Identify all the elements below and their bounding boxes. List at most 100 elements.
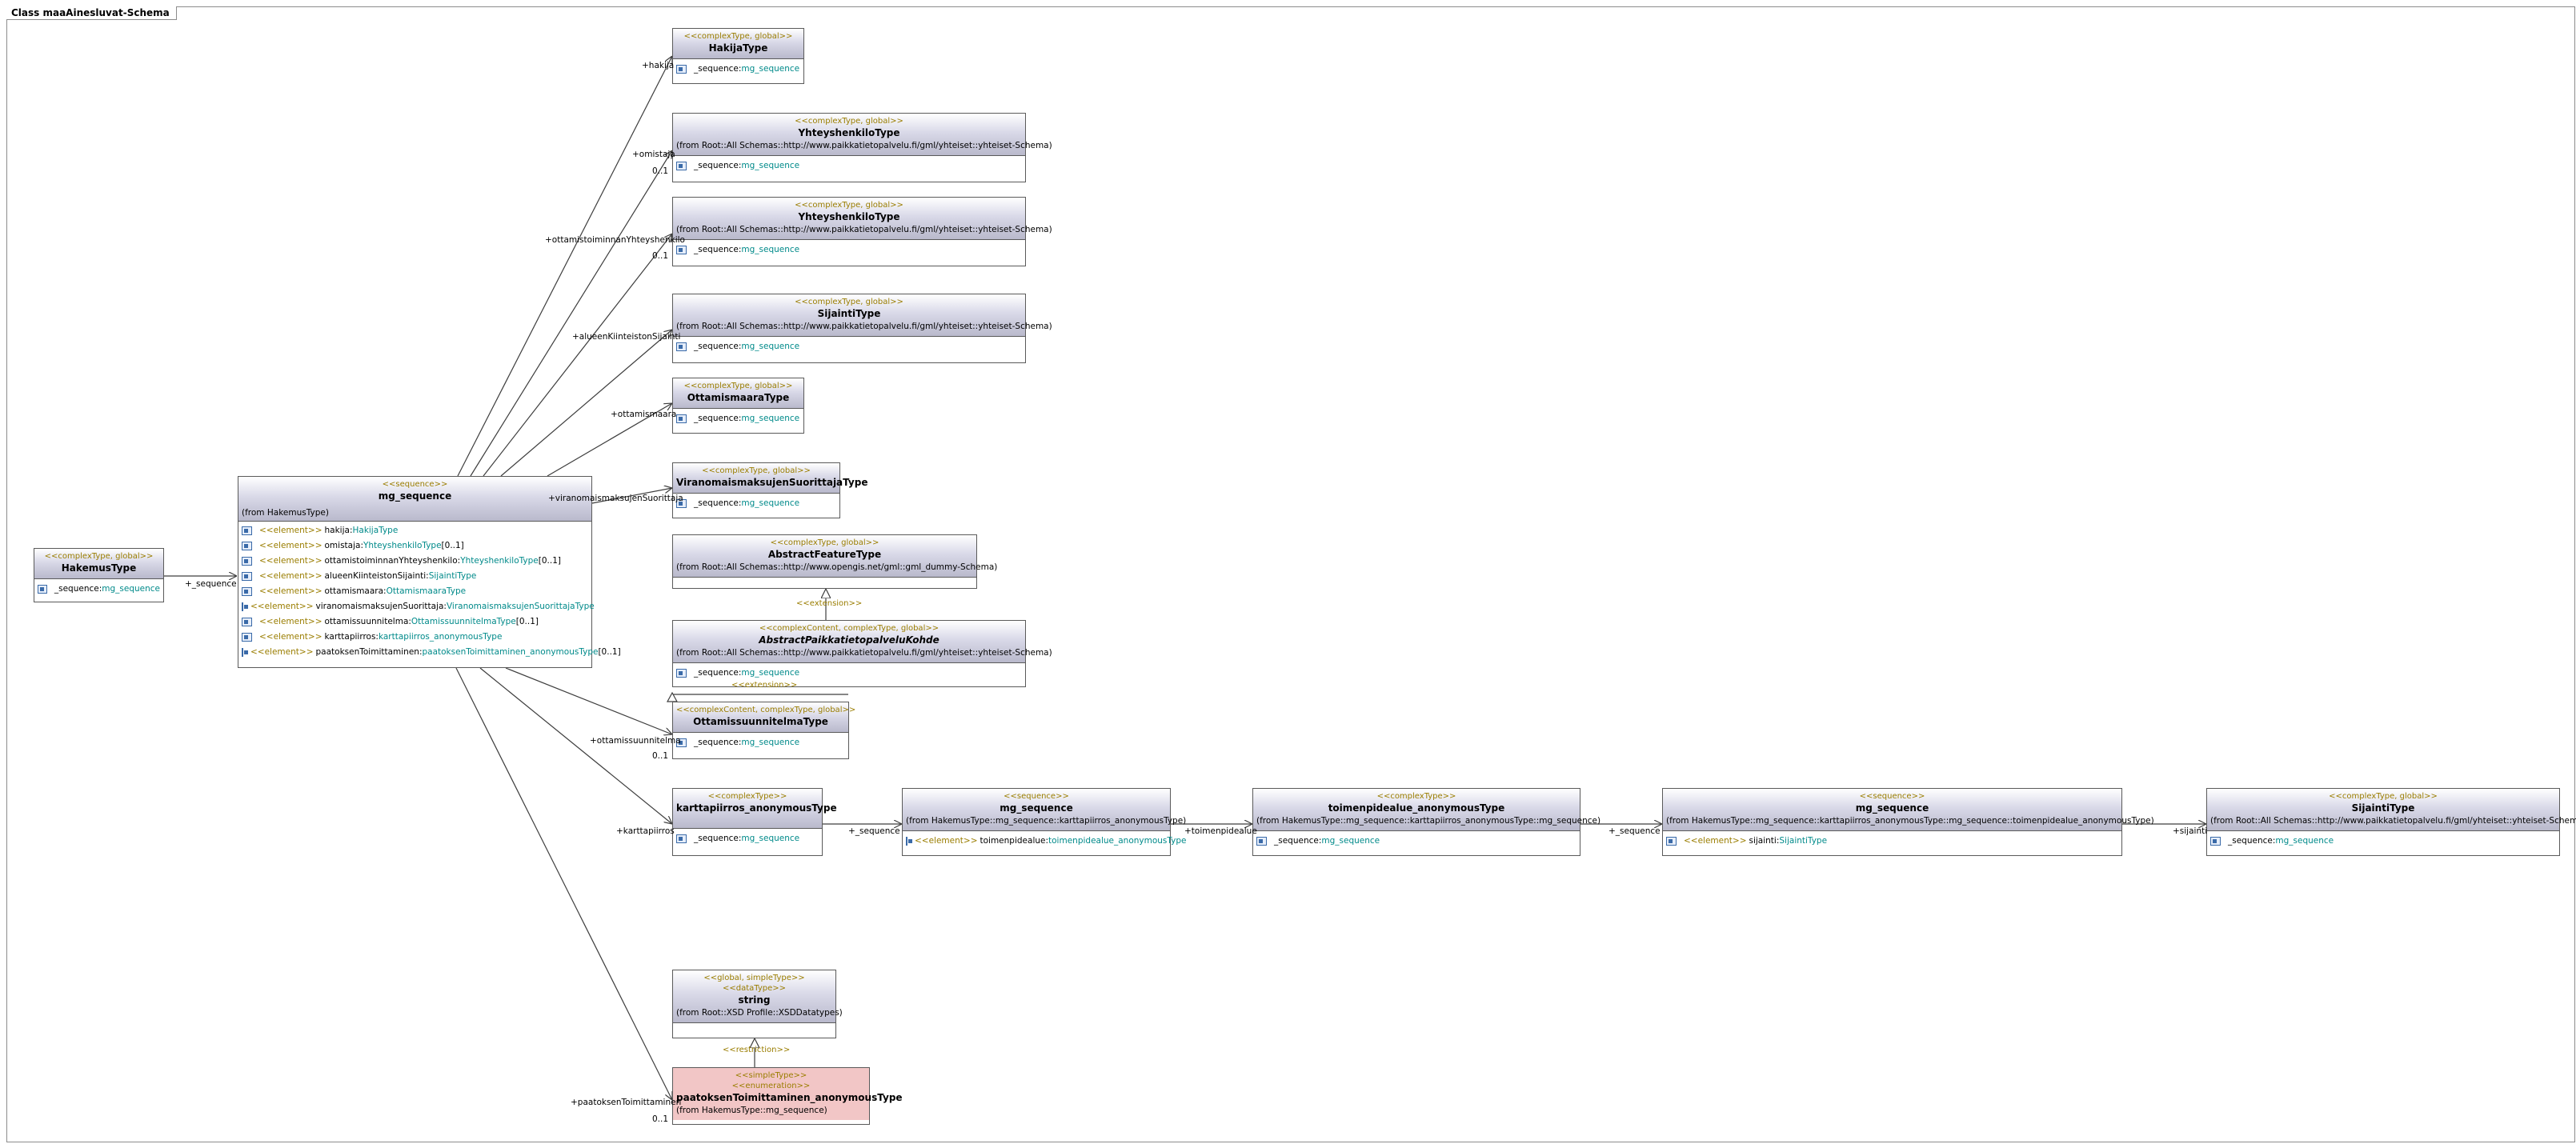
element-icon [242,557,252,566]
class-hakijatype[interactable]: <<complexType, global>>HakijaType _seque… [672,28,804,84]
stereotype-label: <<complexType, global>> [702,466,811,475]
element-icon [242,587,252,596]
from-label: (from HakemusType::mg_sequence::karttapi… [1666,816,2154,826]
link-ottamissuun [505,667,672,734]
attribute-icon [676,162,687,170]
class-yhteyshenkilotype[interactable]: <<complexType, global>>YhteyshenkiloType… [672,197,1052,266]
role-label: +paatoksenToimittaminen [571,1098,682,1107]
element-icon [1666,837,1677,846]
class-abstractfeaturetype[interactable]: <<complexType, global>> AbstractFeatureTy… [672,534,998,589]
class-yhteyshenkilotype[interactable]: <<complexType, global>>YhteyshenkiloType… [672,113,1052,182]
link-karttapiirros [479,667,672,824]
element-row: <<element>>paatoksenToimittaminen:paatok… [242,645,621,660]
class-name: OttamissuunnitelmaType [693,716,828,727]
stereotype-label: <<complexType, global>> [770,538,879,547]
element-row: <<element>>ottamissuunnitelma:Ottamissuu… [242,614,588,630]
stereotype-extension-label: <<extension>> [731,681,798,690]
class-abstractpaikkatietopalvelukohde[interactable]: <<complexContent, complexType, global>>A… [672,620,1052,687]
attribute-icon [676,738,687,747]
stereotype-label: <<complexType>> [707,792,787,801]
class-name: YhteyshenkiloType [798,127,900,138]
class-hakemustype[interactable]: <<complexType, global>> HakemusType _seq… [34,548,164,602]
element-row: <<element>>ottamistoiminnanYhteyshenkilo… [242,554,588,569]
class-name: SijaintiType [817,308,881,319]
element-icon [242,648,248,657]
attribute-row: _sequence:mg_sequence [676,735,845,750]
diagram-title: Class maaAinesluvat-Schema [6,6,177,20]
attribute-icon [2210,837,2221,846]
from-label: (from Root::All Schemas::http://www.paik… [676,141,1052,150]
role-label: +_sequence [848,826,900,836]
role-label: +viranomaismaksujenSuorittaja [548,494,683,503]
class-name: ViranomaismaksujenSuorittajaType [676,477,868,488]
attribute-row: _sequence:mg_sequence [38,582,160,597]
element-icon [242,542,252,550]
attribute-row: _sequence:mg_sequence [676,158,1022,174]
class-name: mg_sequence [1000,802,1073,814]
class-sijaintitype[interactable]: <<complexType, global>>SijaintiType(from… [2206,788,2576,856]
role-label: +omistaja [632,150,675,159]
element-row: <<element>>toimenpidealue:toimenpidealue… [906,834,1187,849]
class-name: AbstractFeatureType [767,549,882,560]
from-label: (from Root::All Schemas::http://www.paik… [2210,816,2576,826]
role-label: +alueenKiinteistonSijainti [572,332,681,342]
class-name: mg_sequence [1855,802,1929,814]
stereotype-label: <<complexType, global>> [683,382,793,390]
stereotype-label: <<simpleType>> [735,1071,807,1080]
attribute-icon [676,246,687,254]
role-label: +ottamismaara [611,410,677,419]
class-name: OttamismaaraType [687,392,790,403]
class-karttapiirros-anonymoustype[interactable]: <<complexType>>karttapiirros_anonymousTy… [672,788,837,856]
role-label: +ottamistoiminnanYhteyshenkilo [545,235,685,245]
class-string[interactable]: <<global, simpleType>><<dataType>>string… [672,970,843,1038]
element-row: <<element>>alueenKiinteistonSijainti:Sij… [242,569,588,584]
class-sijaintitype[interactable]: <<complexType, global>>SijaintiType(from… [672,294,1052,363]
element-row: <<element>>omistaja:YhteyshenkiloType[0.… [242,538,588,554]
class-paatoksentoimittaminen-anonymoustype[interactable]: <<simpleType>><<enumeration>>paatoksenTo… [672,1067,903,1125]
class-mg-sequence-karttapiirros[interactable]: <<sequence>>mg_sequence(from HakemusType… [902,788,1187,856]
from-label: (from HakemusType) [242,508,329,518]
stereotype-label: <<sequence>> [382,480,448,489]
from-label: (from HakemusType::mg_sequence::karttapi… [906,816,1187,826]
class-mg-sequence-main[interactable]: <<sequence>> mg_sequence (from HakemusTy… [238,476,621,668]
link-viranomais [591,488,672,504]
stereotype-label: <<enumeration>> [731,1082,811,1090]
multiplicity-label: 0..1 [652,751,669,761]
attribute-icon [676,342,687,351]
element-icon [242,633,252,642]
class-name: toimenpidealue_anonymousType [1328,802,1505,814]
link-alueen [500,330,672,477]
stereotype-label: <<complexType, global>> [795,201,903,210]
element-icon [242,526,252,535]
attribute-icon [38,585,47,594]
attribute-row: _sequence:mg_sequence [676,411,800,426]
class-name: AbstractPaikkatietopalveluKohde [759,634,939,646]
attribute-icon [1256,837,1267,846]
class-viranomaismaksujensuorittajatype[interactable]: <<complexType, global>> Viranomaismaksuje… [672,462,868,518]
link-ottamismaara [547,403,672,477]
class-ottamismaaratype[interactable]: <<complexType, global>>OttamismaaraType … [672,378,804,434]
class-toimenpidealue-anonymoustype[interactable]: <<complexType>>toimenpidealue_anonymousT… [1252,788,1600,856]
attribute-row: _sequence:mg_sequence [676,339,1022,354]
class-mg-sequence-toimenpidealue[interactable]: <<sequence>>mg_sequence(from HakemusType… [1662,788,2154,856]
link-hakija [457,56,672,477]
class-name: karttapiirros_anonymousType [676,802,837,814]
attribute-icon [676,669,687,678]
from-label: (from Root::All Schemas::http://www.open… [676,562,998,572]
link-paatos [455,667,672,1100]
stereotype-label: <<dataType>> [722,984,786,993]
element-row: <<element>>ottamismaara:OttamismaaraType [242,584,588,599]
stereotype-label: <<complexType, global>> [2329,792,2438,801]
multiplicity-label: 0..1 [652,1114,669,1124]
stereotype-restriction-label: <<restriction>> [723,1046,791,1054]
class-name: mg_sequence [378,490,452,502]
role-label: +hakija [642,61,675,70]
attribute-row: _sequence:mg_sequence [676,666,1022,681]
attribute-row: _sequence:mg_sequence [676,242,1022,258]
attribute-row: _sequence:mg_sequence [676,62,800,77]
role-label: +_sequence [1608,826,1661,836]
stereotype-label: <<complexType, global>> [683,32,793,41]
attribute-icon [676,499,687,508]
class-ottamissuunnitelmatype[interactable]: <<complexContent, complexType, global>>O… [672,702,855,759]
